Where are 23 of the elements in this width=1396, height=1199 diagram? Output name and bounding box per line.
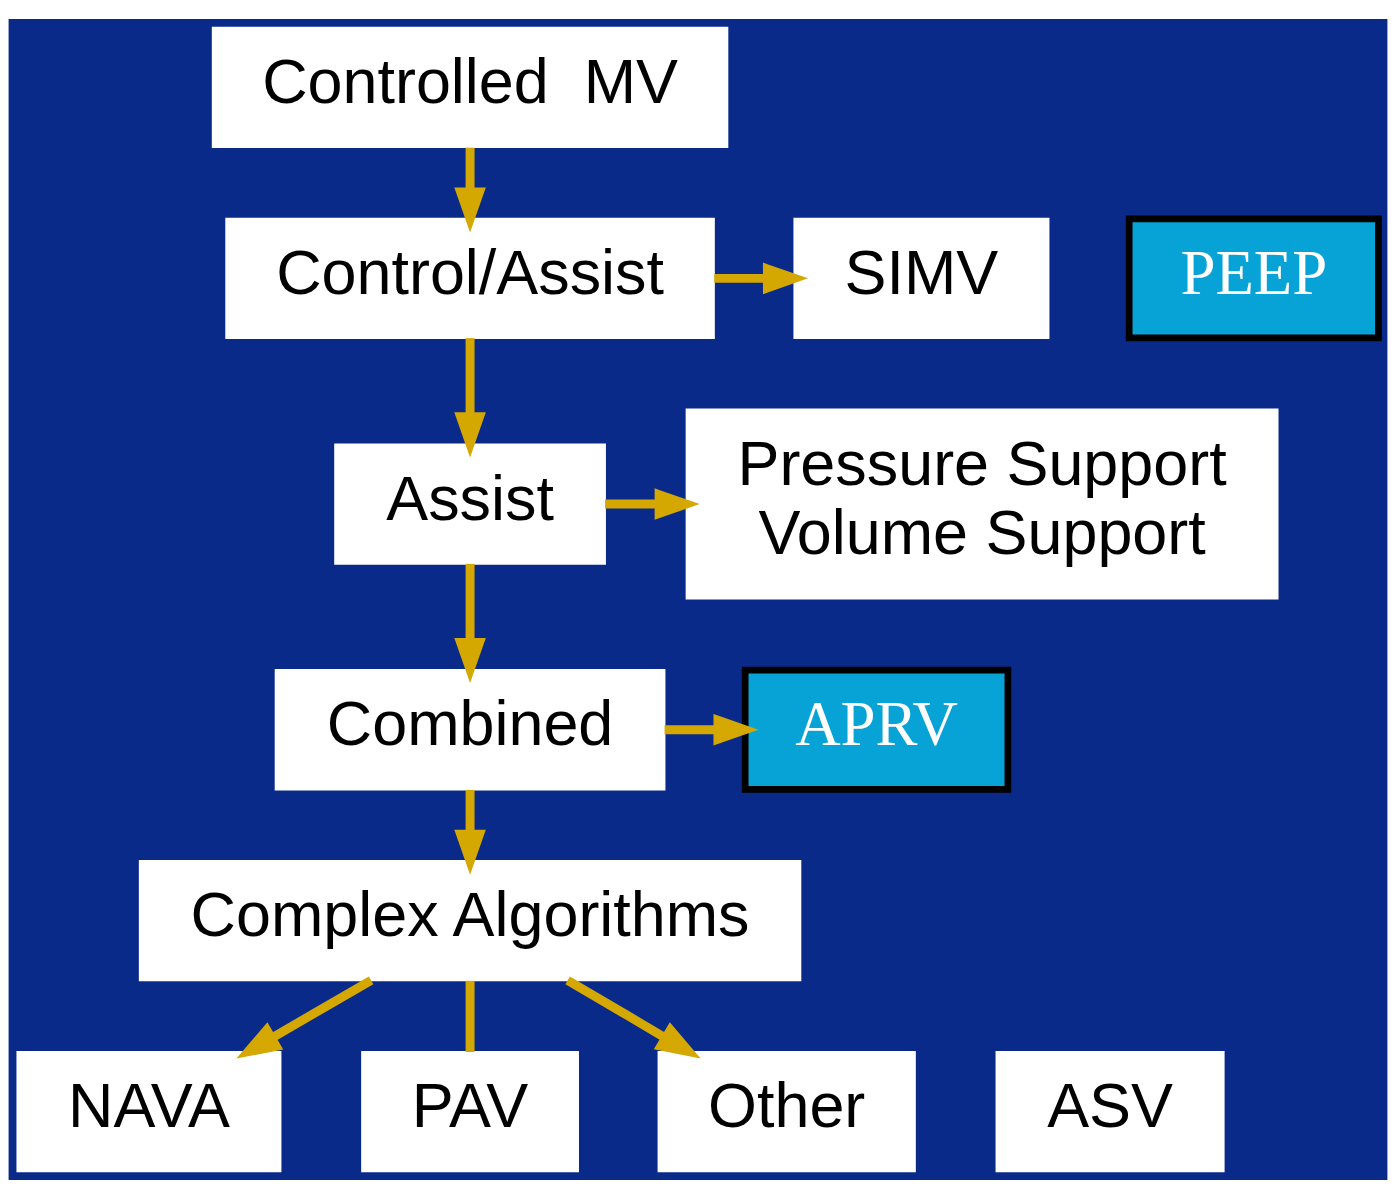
node-box: NAVA	[16, 1050, 282, 1173]
node-box: Pressure Support Volume Support	[685, 408, 1279, 600]
arrow	[236, 976, 374, 1059]
arrow	[664, 714, 759, 746]
node-box: PAV	[361, 1050, 579, 1173]
arrow	[454, 563, 486, 684]
node-box: SIMV	[793, 217, 1050, 339]
node-box: Assist	[334, 443, 606, 565]
node-box: Controlled MV	[211, 26, 729, 149]
node-box: Complex Algorithms	[138, 860, 802, 982]
node-box: PEEP	[1125, 215, 1382, 342]
arrow	[605, 488, 700, 520]
arrow	[565, 976, 701, 1059]
node-box: ASV	[995, 1050, 1225, 1173]
arrow	[714, 262, 808, 295]
arrow	[454, 338, 486, 458]
node-box: Other	[657, 1050, 916, 1173]
arrow	[454, 147, 486, 233]
node-box: APRV	[741, 666, 1012, 793]
node-box: Control/Assist	[225, 217, 715, 339]
arrow	[454, 789, 486, 875]
connector	[465, 980, 475, 1052]
node-box: Combined	[274, 669, 666, 791]
